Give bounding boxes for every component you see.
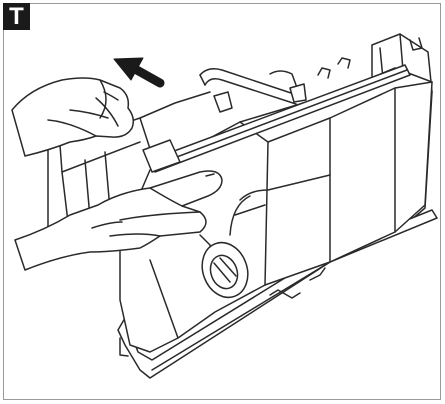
siphon-cap xyxy=(201,241,249,299)
right-hand xyxy=(14,170,223,271)
slide-rail xyxy=(142,64,411,173)
left-hand xyxy=(11,77,135,157)
push-arrow-icon xyxy=(113,57,165,88)
drawer-handle xyxy=(199,68,307,113)
step-label: T xyxy=(3,3,30,30)
